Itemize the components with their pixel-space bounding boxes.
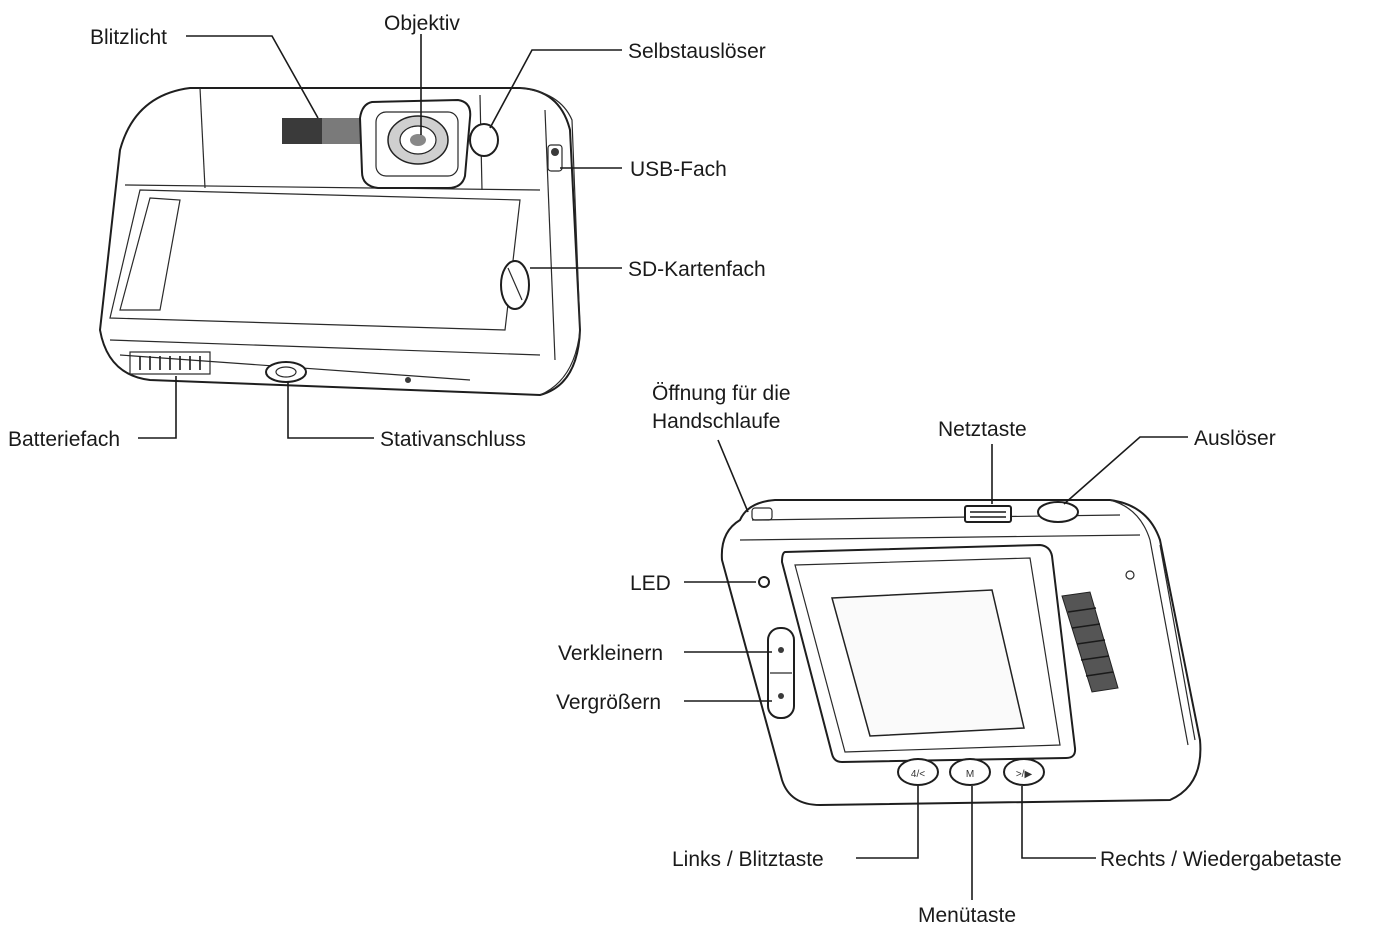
label-zoom-out: Verkleinern [558, 642, 663, 665]
label-flash: Blitzlicht [90, 26, 167, 49]
label-battery: Batteriefach [8, 428, 120, 451]
label-usb: USB-Fach [630, 158, 727, 181]
label-led: LED [630, 572, 671, 595]
battery-door [129, 351, 211, 375]
label-menu: Menütaste [918, 904, 1016, 927]
lcd-screen [831, 589, 1025, 737]
power-button [964, 505, 1012, 523]
back-labels: Öffnung für die Handschlaufe Netztaste A… [556, 382, 1342, 927]
label-self-timer: Selbstauslöser [628, 40, 766, 63]
left-flash-button: 4/< [897, 758, 939, 786]
svg-text:4/<: 4/< [911, 769, 925, 780]
label-zoom-in: Vergrößern [556, 691, 661, 714]
lens [358, 98, 472, 189]
label-strap-line1: Öffnung für die [652, 382, 791, 405]
led-indicator [758, 576, 770, 588]
svg-text:>/▶: >/▶ [1016, 769, 1033, 780]
label-power: Netztaste [938, 418, 1027, 441]
back-camera-illustration: 4/< M >/▶ [720, 499, 1202, 807]
label-left-flash: Links / Blitztaste [672, 848, 824, 871]
right-playback-button: >/▶ [1003, 758, 1045, 786]
label-shutter: Auslöser [1194, 427, 1276, 450]
self-timer-lamp [469, 123, 499, 157]
label-tripod: Stativanschluss [380, 428, 526, 451]
flash-window [282, 118, 362, 144]
menu-button: M [949, 758, 991, 786]
label-lens: Objektiv [384, 12, 460, 35]
tripod-mount [265, 361, 411, 383]
speaker-grille [1061, 591, 1119, 693]
sd-slot [500, 260, 530, 310]
back-leader-lines [684, 436, 1188, 900]
front-leader-lines [138, 34, 622, 439]
shutter-button [1037, 501, 1079, 523]
front-labels: Blitzlicht Objektiv Selbstauslöser USB-F… [8, 12, 766, 451]
zoom-rocker [767, 627, 795, 719]
strap-hole [751, 507, 773, 521]
label-right-playback: Rechts / Wiedergabetaste [1100, 848, 1342, 871]
usb-port [547, 144, 563, 172]
svg-text:M: M [966, 769, 974, 780]
label-strap-line2: Handschlaufe [652, 410, 780, 433]
label-sd-slot: SD-Kartenfach [628, 258, 766, 281]
front-camera-illustration [98, 87, 582, 397]
